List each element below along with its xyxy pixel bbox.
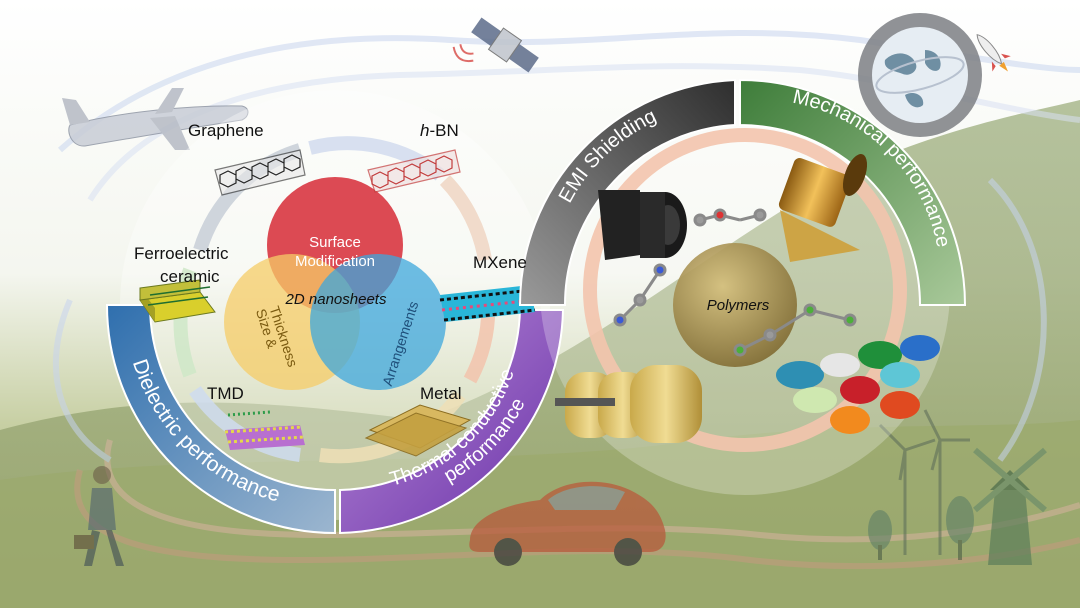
emi-shielding-arc: [518, 78, 736, 306]
graphene-sheet: [214, 149, 306, 196]
mxene-label: MXene: [473, 253, 527, 272]
tmd-label: TMD: [207, 384, 244, 403]
polymers-label: Polymers: [707, 297, 770, 314]
dielectric-arc: [105, 304, 336, 535]
hbn-italic-part: h: [420, 121, 430, 140]
ferroelectric-label-line2: ceramic: [160, 267, 220, 286]
rocket-icon: [976, 34, 1011, 72]
mechanical-arc: [739, 78, 967, 306]
ferroelectric-label-line1: Ferroelectric: [134, 244, 229, 263]
polymer-pellets: [776, 335, 940, 434]
thermal-arc: [339, 309, 565, 535]
molecule-chain: [613, 208, 857, 357]
fiber-spools: [555, 365, 702, 443]
car-icon: [469, 481, 666, 566]
satellite-icon: [452, 17, 539, 73]
hbn-sheet: [367, 149, 461, 193]
metal-label: Metal: [420, 384, 462, 403]
metal-sheet: [364, 404, 472, 457]
globe-icon: [858, 13, 982, 137]
ferroelectric-lattice: [139, 279, 216, 323]
black-film-roll: [598, 190, 687, 260]
businessman-icon: [74, 466, 124, 566]
tree-icon: [868, 496, 974, 560]
windmill-icon: [973, 447, 1047, 565]
surface-label-line1: Surface: [309, 234, 361, 251]
tmd-sheet: [224, 410, 305, 450]
hbn-rest-part: -BN: [429, 121, 459, 140]
hbn-label: h-BN: [420, 121, 459, 141]
airplane-icon: [62, 88, 249, 150]
nanosheets-label: 2D nanosheets: [285, 291, 387, 308]
arrangements-circle: [310, 254, 446, 390]
graphene-label: Graphene: [188, 121, 264, 140]
gold-film-roll: [778, 154, 868, 262]
mxene-sheet: [439, 285, 536, 322]
polymer-ring: [583, 128, 907, 452]
wind-turbine-icon: [878, 409, 970, 555]
surface-label-line2: Modification: [295, 253, 375, 270]
